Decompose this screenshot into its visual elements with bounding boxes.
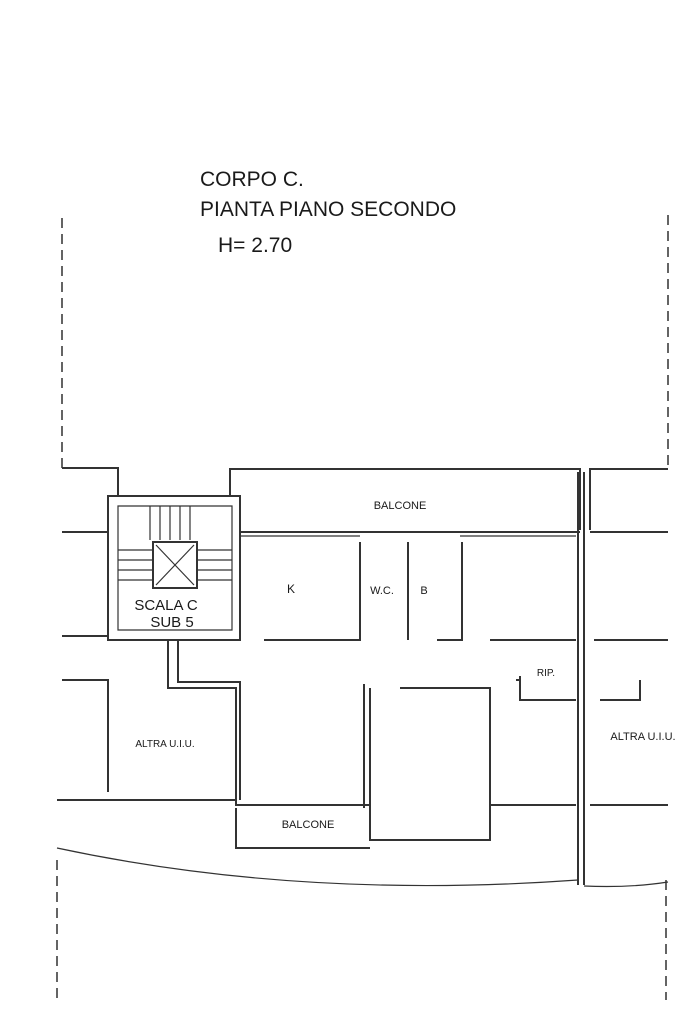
room-label-balcone-top: BALCONE	[374, 500, 427, 512]
room-label-kitchen: K	[287, 582, 295, 596]
plan-title-corpo: CORPO C.	[200, 168, 304, 191]
room-label-wc: W.C.	[370, 585, 394, 597]
room-label-stair: SCALA C	[134, 597, 198, 614]
room-label-other-unit-right: ALTRA U.I.U.	[610, 731, 675, 743]
room-label-balcone-bottom: BALCONE	[282, 819, 335, 831]
room-label-storage: RIP.	[537, 668, 555, 679]
interior-walls	[62, 542, 668, 849]
room-label-stair-sub: SUB 5	[150, 614, 193, 631]
property-boundary	[56, 215, 669, 1000]
plan-height-label: H= 2.70	[218, 234, 292, 257]
room-label-bath: B	[420, 585, 427, 597]
plan-title-floor: PIANTA PIANO SECONDO	[200, 198, 456, 221]
building-walls	[56, 467, 669, 888]
room-label-other-unit-left: ALTRA U.I.U.	[135, 739, 194, 750]
stairwell	[107, 495, 241, 800]
